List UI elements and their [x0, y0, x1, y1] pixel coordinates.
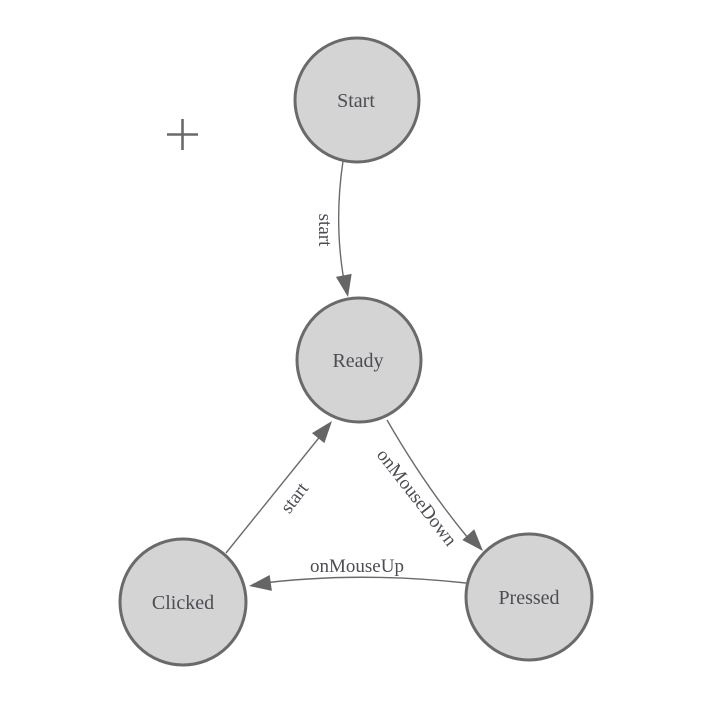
- origin-crosshair-marker: [167, 119, 198, 150]
- edge-clicked-to-ready-arrowhead: [311, 421, 332, 444]
- node-start-label: Start: [337, 90, 375, 112]
- node-pressed[interactable]: Pressed: [464, 532, 594, 662]
- edge-pressed-to-clicked[interactable]: onMouseUp: [248, 556, 467, 594]
- node-start[interactable]: Start: [293, 36, 421, 164]
- edge-pressed-to-clicked-line[interactable]: [255, 576, 467, 585]
- edge-start-to-ready[interactable]: start: [314, 160, 356, 299]
- edge-clicked-to-ready-line[interactable]: [225, 433, 323, 554]
- edge-ready-to-pressed-line[interactable]: [386, 419, 469, 539]
- node-pressed-circle[interactable]: [464, 532, 594, 662]
- node-ready[interactable]: Ready: [295, 296, 423, 424]
- edge-ready-to-pressed[interactable]: onMouseDown: [372, 419, 489, 556]
- edge-start-to-ready-arrowhead: [335, 273, 352, 297]
- node-ready-circle[interactable]: [295, 296, 423, 424]
- node-clicked-circle[interactable]: [118, 537, 248, 667]
- edge-label-start-top[interactable]: start: [314, 214, 335, 247]
- edge-ready-to-pressed-arrowhead: [462, 529, 483, 551]
- node-clicked[interactable]: Clicked: [118, 537, 248, 667]
- edge-clicked-to-ready[interactable]: start: [225, 416, 338, 554]
- edge-label-onmouseup[interactable]: onMouseUp: [310, 556, 404, 577]
- node-clicked-label: Clicked: [152, 592, 214, 614]
- edge-label-onmousedown[interactable]: onMouseDown: [372, 445, 461, 551]
- node-start-circle[interactable]: [293, 36, 421, 164]
- node-pressed-label: Pressed: [498, 587, 559, 609]
- edge-pressed-to-clicked-arrowhead: [249, 575, 272, 591]
- edge-start-to-ready-line[interactable]: [337, 160, 347, 292]
- node-ready-label: Ready: [332, 350, 383, 372]
